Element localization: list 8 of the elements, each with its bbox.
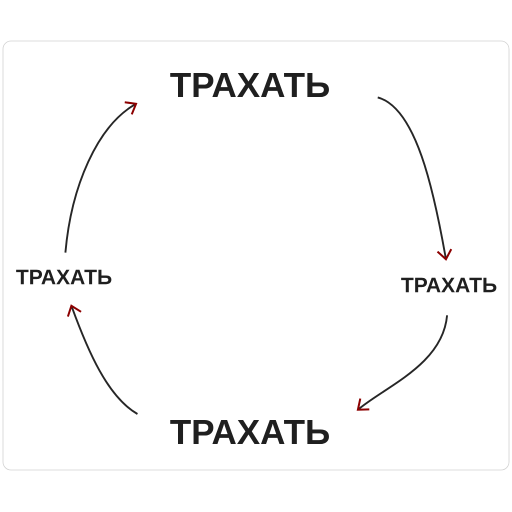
- arrow: [66, 304, 138, 415]
- arrow: [377, 96, 452, 261]
- arrow: [64, 101, 138, 253]
- cycle-label: ТРАХАТЬ: [170, 420, 329, 444]
- cycle-label: ТРАХАТЬ: [16, 270, 112, 284]
- cycle-label: ТРАХАТЬ: [170, 72, 329, 98]
- arrow: [356, 315, 448, 411]
- cycle-label: ТРАХАТЬ: [401, 278, 496, 292]
